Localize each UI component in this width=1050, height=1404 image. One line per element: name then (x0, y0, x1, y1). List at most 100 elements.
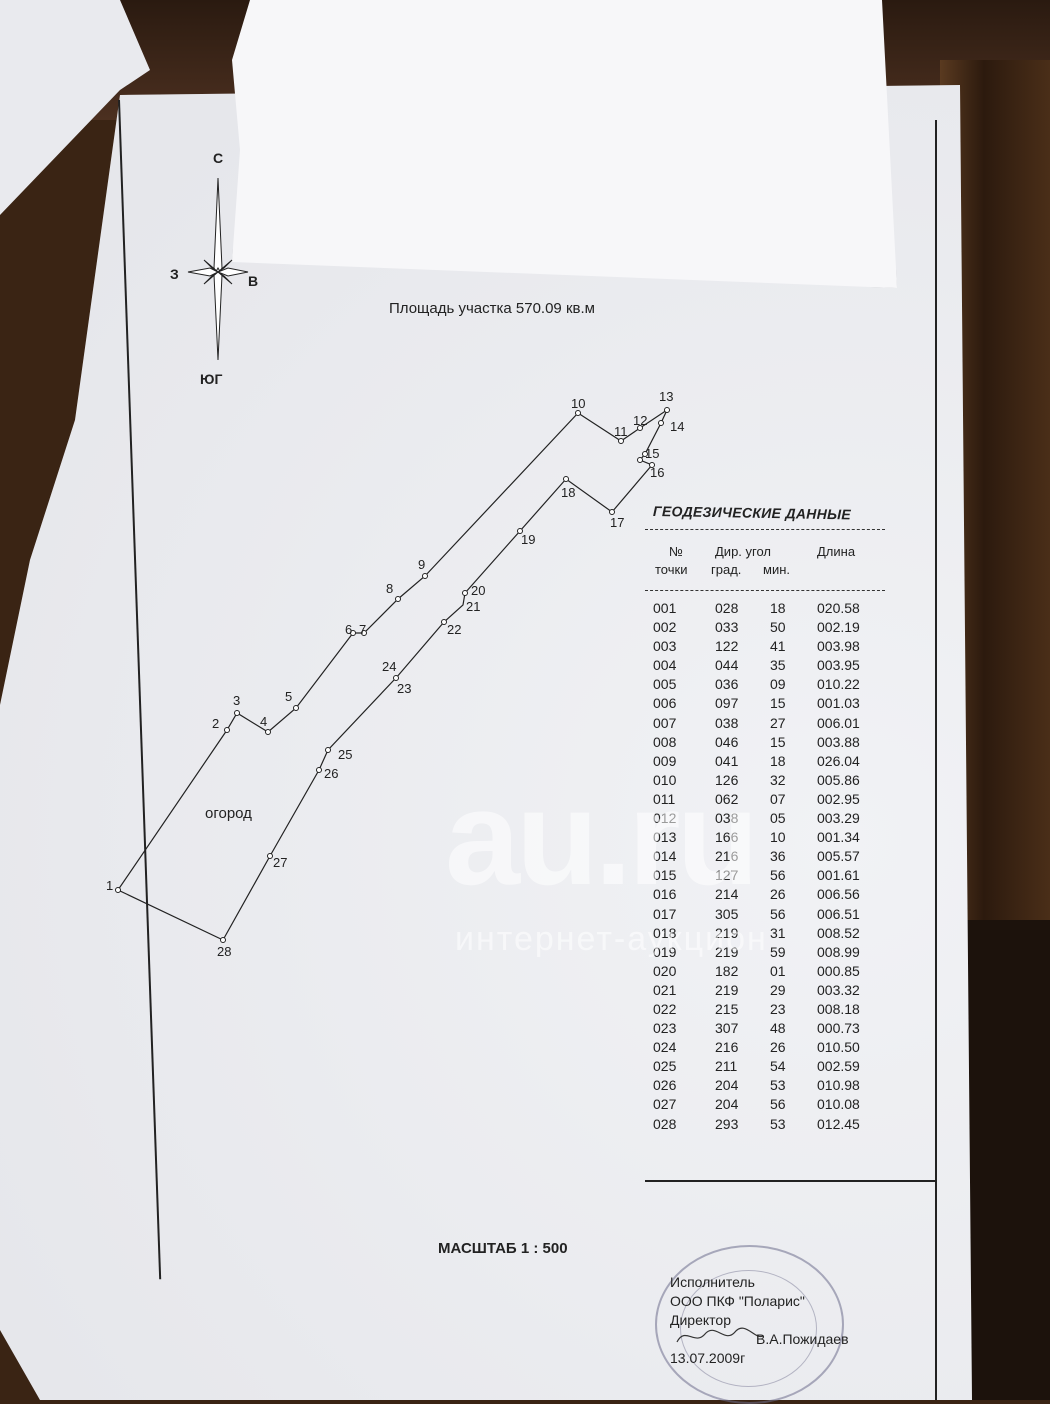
cell-minutes: 26 (770, 1039, 786, 1056)
cell-minutes: 48 (770, 1020, 786, 1037)
point-label: 14 (670, 419, 685, 434)
geodetic-table-title: ГЕОДЕЗИЧЕСКИЕ ДАННЫЕ (652, 502, 852, 523)
cell-minutes: 18 (770, 752, 786, 769)
cell-degrees: 204 (715, 1077, 739, 1094)
cell-point: 028 (653, 1115, 677, 1132)
cell-point: 026 (653, 1077, 677, 1094)
watermark-subtitle: интернет-аукцион (455, 920, 768, 958)
cell-minutes: 59 (770, 943, 786, 960)
signer-name: В.А.Пожидаев (756, 1331, 849, 1347)
cell-length: 020.58 (817, 600, 860, 616)
cell-length: 010.98 (817, 1077, 860, 1094)
company-name: ООО ПКФ "Поларис" (670, 1293, 805, 1309)
point-marker (462, 590, 468, 596)
cell-point: 027 (653, 1096, 677, 1113)
point-marker (563, 476, 569, 482)
cell-point: 004 (653, 657, 677, 674)
point-label: 24 (382, 659, 397, 674)
cell-degrees: 293 (715, 1115, 739, 1132)
cell-point: 012 (653, 810, 677, 827)
point-marker (441, 619, 447, 625)
point-label: 17 (610, 515, 625, 530)
table-row: 023 307 48 000.73 (645, 1019, 885, 1038)
point-marker (637, 457, 643, 463)
point-label: 10 (571, 396, 586, 411)
point-label: 2 (212, 716, 220, 731)
point-label: 18 (561, 485, 576, 500)
point-marker (115, 887, 121, 893)
cell-point: 007 (653, 714, 677, 731)
point-marker (664, 407, 670, 413)
point-label: 20 (471, 583, 486, 598)
cell-point: 001 (653, 600, 677, 616)
cell-length: 006.51 (817, 905, 860, 922)
cell-length: 002.19 (817, 619, 860, 636)
cell-degrees: 307 (715, 1020, 739, 1037)
point-marker (395, 596, 401, 602)
cell-degrees: 305 (715, 905, 739, 922)
cell-minutes: 53 (770, 1077, 786, 1094)
cell-minutes: 29 (770, 981, 786, 998)
cell-degrees: 215 (715, 1000, 739, 1017)
cell-degrees: 219 (715, 924, 739, 941)
cell-degrees: 028 (715, 600, 739, 616)
point-marker (224, 727, 230, 733)
point-label: 25 (338, 747, 353, 762)
cell-degrees: 044 (715, 657, 739, 674)
cell-length: 002.95 (817, 790, 860, 807)
cell-minutes: 56 (770, 1096, 786, 1113)
table-row: 026 204 53 010.98 (645, 1076, 885, 1095)
cell-degrees: 038 (715, 810, 739, 827)
cell-length: 005.86 (817, 771, 860, 788)
cell-point: 023 (653, 1020, 677, 1037)
cell-length: 000.73 (817, 1020, 860, 1037)
cell-point: 025 (653, 1058, 677, 1075)
cell-point: 013 (653, 829, 677, 846)
cell-minutes: 26 (770, 886, 786, 903)
cell-point: 010 (653, 771, 677, 788)
cell-degrees: 166 (715, 829, 739, 846)
header-degrees: град. (711, 562, 742, 577)
cell-degrees: 182 (715, 962, 739, 979)
point-label: 19 (521, 532, 536, 547)
cell-minutes: 54 (770, 1058, 786, 1075)
cell-degrees: 036 (715, 676, 739, 693)
cell-length: 001.61 (817, 867, 860, 884)
point-label: 22 (447, 622, 462, 637)
point-marker (265, 729, 271, 735)
cell-length: 001.03 (817, 695, 860, 712)
cell-length: 012.45 (817, 1115, 860, 1132)
cell-degrees: 122 (715, 638, 739, 655)
frame-right (935, 120, 937, 1400)
cell-degrees: 219 (715, 943, 739, 960)
cell-point: 022 (653, 1000, 677, 1017)
point-marker (575, 410, 581, 416)
cell-minutes: 31 (770, 924, 786, 941)
overlapping-paper (232, 0, 897, 288)
point-marker (220, 937, 226, 943)
plot-area-title: Площадь участка 570.09 кв.м (389, 300, 595, 317)
cell-length: 002.59 (817, 1058, 860, 1075)
cell-point: 018 (653, 924, 677, 941)
cell-degrees: 127 (715, 867, 739, 884)
point-marker (618, 438, 624, 444)
cell-point: 019 (653, 943, 677, 960)
cell-degrees: 214 (715, 886, 739, 903)
cell-length: 006.56 (817, 886, 860, 903)
point-marker (609, 509, 615, 515)
point-label: 7 (359, 622, 367, 637)
compass-south-label: ЮГ (200, 371, 223, 387)
cell-point: 009 (653, 752, 677, 769)
cell-degrees: 062 (715, 790, 739, 807)
executor-label: Исполнитель (670, 1274, 755, 1290)
